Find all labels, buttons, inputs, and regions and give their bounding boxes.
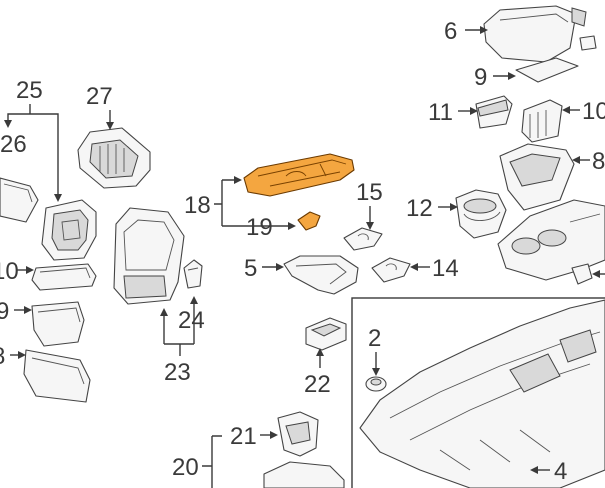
part-22-switch[interactable] <box>305 317 347 351</box>
callout-27: 27 <box>86 83 113 110</box>
part-10-tray-left[interactable] <box>31 263 97 291</box>
part-2-grommet[interactable] <box>365 376 387 392</box>
callout-25: 25 <box>16 77 43 104</box>
callout-5: 5 <box>244 255 257 282</box>
part-12-cupholder[interactable] <box>455 189 507 239</box>
callout-9-left: 9 <box>0 298 9 325</box>
callout-2: 2 <box>368 325 381 352</box>
callout-8-left: 8 <box>0 343 5 370</box>
part-console-top[interactable] <box>497 199 605 281</box>
callout-10-right: 10 <box>582 98 605 125</box>
callout-20: 20 <box>172 454 199 481</box>
callout-9-right: 9 <box>474 64 487 91</box>
part-19-clip[interactable] <box>297 211 321 231</box>
part-25-bezel[interactable] <box>41 199 97 261</box>
callout-24: 24 <box>178 307 205 334</box>
callout-6: 6 <box>444 18 457 45</box>
callout-15: 15 <box>356 179 383 206</box>
callout-14: 14 <box>432 255 459 282</box>
callout-8-right: 8 <box>592 148 605 175</box>
part-23-bezel[interactable] <box>113 207 185 305</box>
callout-10-left: 10 <box>0 258 19 285</box>
callout-11: 11 <box>428 99 453 126</box>
part-10-module[interactable] <box>521 99 563 143</box>
callout-4: 4 <box>554 458 567 485</box>
part-right-clip[interactable] <box>571 263 593 285</box>
callout-21: 21 <box>230 423 257 450</box>
part-21-bracket[interactable] <box>277 411 319 457</box>
part-9-bin-left[interactable] <box>31 301 85 347</box>
part-18-trim-panel[interactable] <box>243 153 355 197</box>
part-15-plate[interactable] <box>343 227 383 251</box>
part-24-clip[interactable] <box>183 259 203 289</box>
callout-23: 23 <box>164 359 191 386</box>
console-assembly-box <box>351 297 605 488</box>
callout-18: 18 <box>184 192 211 219</box>
part-9-mat[interactable] <box>515 57 579 83</box>
part-14-plate[interactable] <box>371 257 411 283</box>
part-console-body[interactable] <box>359 299 605 488</box>
part-8-bin[interactable] <box>499 143 575 211</box>
part-8-box-left[interactable] <box>23 349 91 403</box>
part-11-pad[interactable] <box>475 95 513 129</box>
callout-26: 26 <box>0 131 27 158</box>
part-6-armrest-lid[interactable] <box>483 5 587 63</box>
part-27-vent[interactable] <box>77 127 151 189</box>
callout-19: 19 <box>246 214 273 241</box>
part-20-housing[interactable] <box>263 461 345 488</box>
callout-12: 12 <box>406 195 433 222</box>
part-5-bracket[interactable] <box>283 255 359 295</box>
part-top-right-clip[interactable] <box>579 35 597 51</box>
callout-22: 22 <box>304 371 331 398</box>
part-26-tray[interactable] <box>0 177 39 223</box>
